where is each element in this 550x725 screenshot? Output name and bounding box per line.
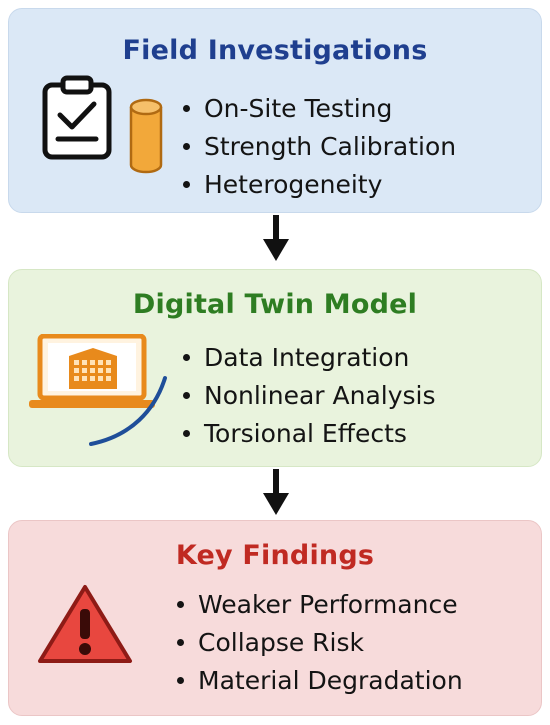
list-item: Material Degradation <box>177 662 463 700</box>
list-item-label: Data Integration <box>204 343 410 372</box>
list-item: Nonlinear Analysis <box>183 377 436 415</box>
list-item-label: Material Degradation <box>198 666 463 695</box>
bullet-icon <box>177 600 184 608</box>
concrete-cylinder-icon <box>129 98 163 174</box>
bullet-icon <box>183 353 190 361</box>
digital-twin-panel: Digital Twin Model Data Integration Nonl… <box>8 269 542 467</box>
list-item-label: Torsional Effects <box>204 419 407 448</box>
list-item-label: Collapse Risk <box>198 628 365 657</box>
bullet-icon <box>183 429 190 437</box>
list-item-label: Heterogeneity <box>204 170 383 199</box>
curve-icon <box>89 376 167 446</box>
list-item: Torsional Effects <box>183 415 436 453</box>
laptop-building-icon <box>29 334 155 408</box>
bullet-icon <box>183 104 190 112</box>
digital-twin-title: Digital Twin Model <box>132 289 418 320</box>
key-findings-list: Weaker Performance Collapse Risk Materia… <box>177 586 463 700</box>
list-item-label: Strength Calibration <box>204 132 457 161</box>
arrow-down-icon <box>263 215 289 261</box>
bullet-icon <box>177 676 184 684</box>
list-item: Weaker Performance <box>177 586 463 624</box>
list-item: Data Integration <box>183 339 436 377</box>
warning-triangle-icon <box>38 585 132 663</box>
list-item: Collapse Risk <box>177 624 463 662</box>
bullet-icon <box>183 142 190 150</box>
bullet-icon <box>177 638 184 646</box>
digital-twin-list: Data Integration Nonlinear Analysis Tors… <box>183 339 436 453</box>
bullet-icon <box>183 391 190 399</box>
key-findings-title: Key Findings <box>175 540 375 571</box>
list-item: Strength Calibration <box>183 128 456 166</box>
arrow-down-icon <box>263 469 289 515</box>
key-findings-panel: Key Findings Weaker Performance Collapse… <box>8 520 542 716</box>
field-investigations-list: On-Site Testing Strength Calibration Het… <box>183 90 456 204</box>
list-item-label: On-Site Testing <box>204 94 393 123</box>
list-item-label: Nonlinear Analysis <box>204 381 436 410</box>
list-item: On-Site Testing <box>183 90 456 128</box>
list-item-label: Weaker Performance <box>198 590 458 619</box>
list-item: Heterogeneity <box>183 166 456 204</box>
bullet-icon <box>183 180 190 188</box>
field-investigations-panel: Field Investigations On-Site Testing Str… <box>8 8 542 213</box>
field-investigations-title: Field Investigations <box>122 35 428 66</box>
clipboard-check-icon <box>42 75 112 160</box>
